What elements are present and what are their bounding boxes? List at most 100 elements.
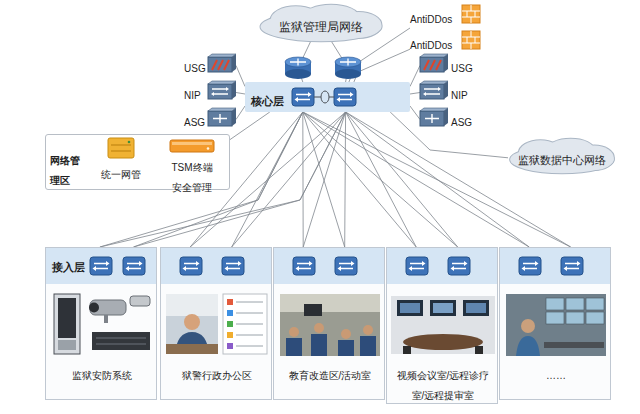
gateway-device-art-part bbox=[213, 114, 227, 123]
access-panel-art-part bbox=[296, 261, 313, 271]
gateway-device-art-part bbox=[420, 108, 448, 111]
access-panel-art-part bbox=[130, 296, 150, 306]
node-label: 统一网管 bbox=[101, 169, 141, 180]
core-layer-band-art-part bbox=[295, 92, 312, 102]
access-panel-art-part bbox=[565, 264, 579, 269]
core-layer-band-art-part bbox=[321, 91, 329, 103]
gateway-device-art-part bbox=[208, 111, 232, 126]
access-panel: 狱警行政办公区 bbox=[160, 247, 272, 400]
access-panel-art-part bbox=[586, 298, 604, 310]
access-panel-art-part bbox=[341, 329, 351, 339]
access-panel-art-part bbox=[54, 294, 80, 354]
node-label: TSM终端安全管理 bbox=[171, 162, 212, 193]
core-layer-band-art-part bbox=[314, 97, 334, 98]
antiddos-device-art-part bbox=[462, 5, 480, 23]
link-line bbox=[410, 66, 420, 87]
access-panel: 视频会议室/远程诊疗室/远程提审室 bbox=[386, 247, 498, 404]
antiddos-device-art-part bbox=[462, 31, 480, 49]
access-panel-art-part bbox=[89, 303, 99, 313]
access-panel-art-part bbox=[338, 261, 355, 271]
access-panel-art-part bbox=[58, 298, 76, 338]
access-panel-art-part bbox=[226, 264, 240, 269]
access-panel-art-part bbox=[223, 294, 267, 354]
antiddos-device: AntiDDos bbox=[410, 30, 480, 54]
ips-device-art-part bbox=[211, 87, 229, 96]
core-layer-band: 核心层 bbox=[245, 82, 410, 112]
access-panel-art-part bbox=[564, 261, 581, 271]
node-label: ASG bbox=[184, 117, 205, 128]
access-panel-art-part bbox=[280, 294, 380, 356]
access-panel: 教育改造区/活动室 bbox=[273, 247, 385, 400]
firewall-device: USG bbox=[184, 54, 236, 77]
link-line bbox=[232, 112, 303, 247]
link-line bbox=[346, 112, 458, 247]
access-panel-art-part bbox=[391, 296, 495, 354]
access-panel-art-part bbox=[127, 264, 141, 269]
router-top bbox=[335, 57, 361, 67]
access-panel-art-part bbox=[227, 310, 233, 316]
access-panel-art-part bbox=[523, 264, 537, 269]
firewall-device-art-part bbox=[208, 54, 236, 57]
access-panel-art-part bbox=[561, 257, 583, 275]
node-label: 接入层 bbox=[52, 261, 85, 273]
antiddos-device: AntiDDos bbox=[410, 4, 480, 28]
access-panel-art-part bbox=[406, 257, 428, 275]
node-label: 教育改造区/活动室 bbox=[289, 370, 372, 381]
label-box: AntiDDos bbox=[410, 8, 460, 28]
access-layer-zone: 接入层监狱安防系统狱警行政办公区教育改造区/活动室视频会议室/远程诊疗室/远程提… bbox=[45, 247, 611, 400]
access-panel-art-part bbox=[506, 294, 606, 356]
core-layer-band-art-part bbox=[337, 92, 354, 102]
management-server-art-part bbox=[111, 145, 131, 151]
gateway-device: ASG bbox=[184, 108, 236, 131]
link-line bbox=[303, 112, 458, 247]
antiddos-device-art-part bbox=[462, 31, 480, 49]
label-box: …… bbox=[504, 364, 608, 384]
access-panel-art-part bbox=[90, 300, 126, 315]
management-server-art-part bbox=[128, 141, 131, 144]
access-panel-art-part bbox=[433, 303, 453, 313]
link-line bbox=[410, 106, 420, 120]
label-box: 网络管理区 bbox=[50, 149, 82, 189]
label-box: 视频会议室/远程诊疗室/远程提审室 bbox=[391, 364, 495, 404]
link-line bbox=[303, 112, 416, 247]
access-panel-art-part bbox=[166, 294, 218, 316]
router-arrows bbox=[340, 59, 356, 66]
node-label: NIP bbox=[184, 90, 201, 101]
terminal-security-device: TSM终端安全管理 bbox=[160, 137, 224, 196]
link-line bbox=[303, 112, 529, 247]
link-line bbox=[346, 112, 571, 247]
access-panel-art-part bbox=[586, 312, 604, 324]
node-label: USG bbox=[184, 63, 206, 74]
firewall-device-art-part bbox=[420, 54, 448, 57]
label-box: NIP bbox=[451, 84, 476, 104]
router-icon bbox=[285, 57, 311, 79]
access-panel-art-part bbox=[466, 303, 486, 313]
antiddos-device-art-part bbox=[462, 5, 480, 23]
access-panel-art-part bbox=[475, 346, 483, 354]
label-box: 核心层 bbox=[251, 90, 289, 110]
node-label: AntiDDos bbox=[410, 40, 452, 51]
firewall-device-art-part bbox=[424, 60, 441, 70]
access-panel-art-part bbox=[297, 264, 311, 269]
terminal-security-device-art-part bbox=[172, 142, 212, 145]
link-line bbox=[390, 112, 508, 158]
label-box: TSM终端安全管理 bbox=[168, 156, 216, 196]
access-panel-art-part bbox=[180, 257, 202, 275]
management-zone: 网络管理区统一网管 TSM终端安全管理 bbox=[45, 134, 230, 190]
access-panel-art-part bbox=[286, 338, 302, 356]
access-panel-art-part bbox=[314, 323, 324, 333]
label-box: AntiDDos bbox=[410, 34, 460, 54]
router-icon bbox=[335, 57, 361, 79]
access-panel-art-part bbox=[546, 298, 564, 310]
access-panel-art-part bbox=[360, 336, 376, 356]
firewall-device-art-part bbox=[208, 57, 232, 72]
access-panel-art-part bbox=[544, 342, 604, 348]
label-box: 监狱管理局网络 bbox=[258, 16, 384, 36]
access-panel-art-part bbox=[126, 261, 143, 271]
link-line bbox=[344, 112, 346, 247]
gateway-device-art-part bbox=[444, 108, 448, 126]
access-panel-art-part bbox=[94, 264, 108, 269]
firewall-device-art-part bbox=[444, 54, 448, 72]
label-box: USG bbox=[184, 57, 207, 77]
